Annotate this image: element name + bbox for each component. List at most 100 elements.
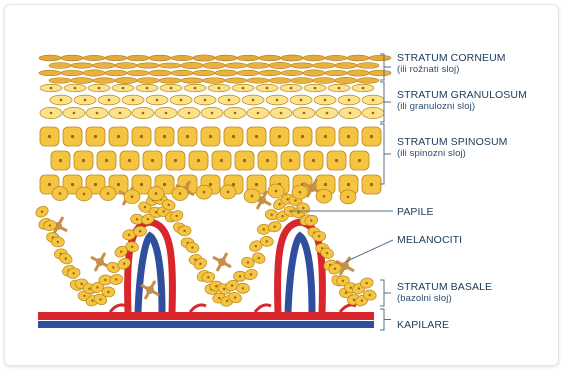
basal-nucleus bbox=[72, 272, 74, 274]
corneum-cell bbox=[137, 78, 159, 84]
suprabasal-nucleus bbox=[299, 191, 302, 194]
basal-nucleus bbox=[131, 246, 133, 248]
granulosum-nucleus bbox=[50, 112, 53, 115]
spinosum-nucleus bbox=[140, 135, 143, 138]
spinosum-nucleus bbox=[347, 183, 350, 186]
spinosum-nucleus bbox=[117, 135, 120, 138]
granulosum-nucleus bbox=[194, 87, 197, 90]
corneum-cell bbox=[237, 55, 259, 61]
basal-nucleus bbox=[120, 250, 122, 252]
granulosum-nucleus bbox=[257, 112, 260, 115]
corneum-cell bbox=[357, 78, 379, 84]
melanocyte-body bbox=[341, 262, 349, 270]
basal-nucleus bbox=[183, 230, 185, 232]
basal-nucleus bbox=[345, 292, 347, 294]
basal-nucleus bbox=[334, 268, 336, 270]
melanocyte-body bbox=[146, 286, 154, 294]
granulosum-nucleus bbox=[132, 99, 135, 102]
basal-nucleus bbox=[91, 300, 93, 302]
basal-nucleus bbox=[99, 298, 101, 300]
label-papile: PAPILE bbox=[397, 207, 434, 218]
label-spinosum-subtitle: (ili spinozni sloj) bbox=[397, 148, 508, 159]
label-melanociti-title: MELANOCITI bbox=[397, 235, 462, 246]
corneum-cell bbox=[247, 78, 269, 83]
corneum-cell bbox=[181, 78, 203, 83]
granulosum-nucleus bbox=[165, 112, 168, 115]
suprabasal-nucleus bbox=[131, 195, 134, 198]
basal-nucleus bbox=[366, 282, 368, 284]
granulosum-nucleus bbox=[188, 112, 191, 115]
corneum-cell bbox=[281, 70, 303, 75]
corneum-cell bbox=[259, 55, 281, 61]
granulosum-nucleus bbox=[218, 87, 221, 90]
corneum-cell bbox=[49, 78, 71, 83]
granulosum-nucleus bbox=[98, 87, 101, 90]
spinosum-nucleus bbox=[117, 183, 120, 186]
granulosum-nucleus bbox=[252, 99, 255, 102]
basal-nucleus bbox=[358, 287, 360, 289]
granulosum-nucleus bbox=[280, 112, 283, 115]
basal-nucleus bbox=[88, 288, 90, 290]
basal-nucleus bbox=[255, 245, 257, 247]
label-corneum-subtitle: (ili rožnati sloj) bbox=[397, 64, 506, 75]
corneum-cell bbox=[159, 63, 181, 68]
corneum-cell bbox=[303, 70, 325, 76]
corneum-cell bbox=[61, 55, 83, 61]
basal-nucleus bbox=[168, 204, 170, 206]
spinosum-nucleus bbox=[289, 159, 292, 162]
spinosum-nucleus bbox=[105, 159, 108, 162]
granulosum-nucleus bbox=[96, 112, 99, 115]
basal-nucleus bbox=[318, 235, 320, 237]
basal-nucleus bbox=[350, 287, 352, 289]
suprabasal-nucleus bbox=[107, 192, 110, 195]
basal-nucleus bbox=[242, 287, 244, 289]
basal-nucleus bbox=[281, 215, 283, 217]
spinosum-nucleus bbox=[243, 159, 246, 162]
spinosum-nucleus bbox=[232, 135, 235, 138]
corneum-cell bbox=[335, 63, 357, 69]
spinosum-nucleus bbox=[94, 135, 97, 138]
melanocyte-body bbox=[308, 184, 316, 192]
corneum-cell bbox=[203, 62, 225, 68]
spinosum-nucleus bbox=[128, 159, 131, 162]
corneum-cell bbox=[259, 70, 281, 76]
layer-bracket bbox=[380, 309, 384, 330]
suprabasal-nucleus bbox=[179, 192, 182, 195]
suprabasal-nucleus bbox=[323, 195, 326, 198]
spinosum-nucleus bbox=[209, 183, 212, 186]
corneum-cell bbox=[269, 62, 291, 68]
spinosum-nucleus bbox=[324, 135, 327, 138]
corneum-cell bbox=[49, 62, 71, 68]
basal-nucleus bbox=[369, 294, 371, 296]
corneum-cell bbox=[83, 55, 105, 60]
granulosum-nucleus bbox=[300, 99, 303, 102]
granulosum-nucleus bbox=[349, 112, 352, 115]
corneum-cell bbox=[225, 63, 247, 68]
label-stratum-granulosum: STRATUM GRANULOSUM (ili granulozni sloj) bbox=[397, 90, 527, 112]
granulosum-nucleus bbox=[372, 112, 375, 115]
granulosum-nucleus bbox=[338, 87, 341, 90]
corneum-cell bbox=[237, 70, 259, 76]
basal-nucleus bbox=[163, 210, 165, 212]
spinosum-nucleus bbox=[174, 159, 177, 162]
artery-vessel bbox=[38, 312, 374, 320]
basal-nucleus bbox=[83, 295, 85, 297]
basal-nucleus bbox=[263, 228, 265, 230]
suprabasal-nucleus bbox=[203, 191, 206, 194]
basal-nucleus bbox=[191, 246, 193, 248]
spinosum-nucleus bbox=[209, 135, 212, 138]
corneum-cell bbox=[71, 78, 93, 84]
stratum-corneum-layer bbox=[39, 55, 391, 84]
suprabasal-nucleus bbox=[59, 192, 62, 195]
spinosum-nucleus bbox=[48, 135, 51, 138]
granulosum-nucleus bbox=[156, 99, 159, 102]
basal-nucleus bbox=[175, 215, 177, 217]
basal-nucleus bbox=[266, 240, 268, 242]
basal-nucleus bbox=[96, 286, 98, 288]
granulosum-nucleus bbox=[60, 99, 63, 102]
granulosum-nucleus bbox=[74, 87, 77, 90]
granulosum-nucleus bbox=[348, 99, 351, 102]
corneum-cell bbox=[347, 70, 369, 76]
label-corneum-title: STRATUM CORNEUM bbox=[397, 53, 506, 64]
suprabasal-nucleus bbox=[275, 190, 278, 193]
